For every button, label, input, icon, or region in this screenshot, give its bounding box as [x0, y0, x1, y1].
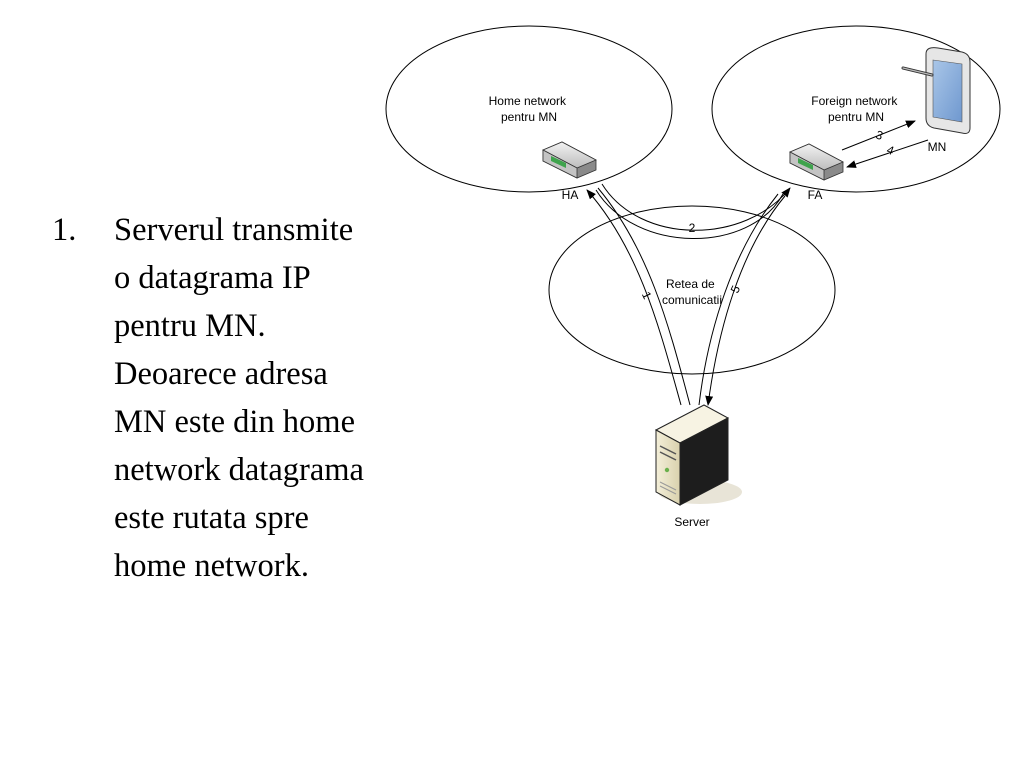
- home-network-label: Home network pentru MN: [489, 94, 570, 124]
- communications-network-ellipse: [548, 205, 836, 375]
- text-line: o datagrama IP: [114, 260, 311, 296]
- list-item-number: 1.: [52, 212, 77, 248]
- mn-label: MN: [928, 140, 947, 154]
- step-label-3: 3: [874, 128, 885, 144]
- step-label-2: 2: [689, 221, 696, 235]
- text-line: MN este din home: [114, 404, 356, 440]
- text-line: pentru MN.: [114, 308, 266, 344]
- home-network-label-line: Home network: [489, 94, 567, 108]
- mn-tablet-icon: [901, 47, 971, 134]
- ha-router-icon: [542, 141, 597, 179]
- communications-network-label-line: Retea de: [666, 277, 715, 291]
- text-line: Deoarece adresa: [114, 356, 328, 392]
- ha-label: HA: [562, 188, 579, 202]
- home-network-ellipse: [385, 25, 673, 193]
- foreign-network-ellipse: [711, 25, 1001, 193]
- step-label-4: 4: [885, 143, 896, 159]
- server-icon: [654, 404, 742, 506]
- path-2-ha-to-fa: [595, 183, 791, 239]
- communications-network-label: Retea de comunicatii: [662, 277, 722, 307]
- foreign-network-label-line: Foreign network: [811, 94, 898, 108]
- text-line: home network.: [114, 548, 309, 584]
- communications-network-label-line: comunicatii: [662, 293, 722, 307]
- fa-router-icon: [789, 143, 844, 181]
- fa-label: FA: [808, 188, 823, 202]
- arrow-4-mn-to-fa: [846, 139, 929, 168]
- text-line: network datagrama: [114, 452, 364, 488]
- step-label-1: 1: [639, 289, 655, 301]
- arrow-3-fa-to-mn: [841, 120, 916, 151]
- list-item-text: Serverul transmite o datagrama IP pentru…: [114, 206, 434, 590]
- foreign-network-label-line: pentru MN: [828, 110, 884, 124]
- server-label: Server: [674, 515, 709, 529]
- foreign-network-label: Foreign network pentru MN: [811, 94, 900, 124]
- text-line: este rutata spre: [114, 500, 309, 536]
- text-line: Serverul transmite: [114, 212, 354, 248]
- path-5-fa-to-server: [698, 193, 786, 406]
- home-network-label-line: pentru MN: [501, 110, 557, 124]
